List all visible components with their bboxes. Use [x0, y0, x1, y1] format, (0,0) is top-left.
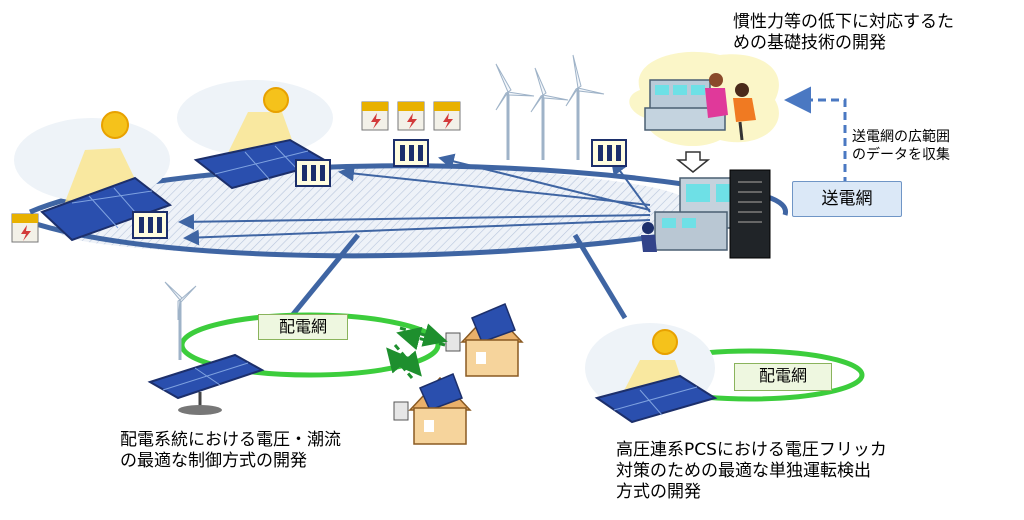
small-wind-turbine-icon: [164, 281, 197, 360]
battery-icon-left: [11, 213, 39, 243]
bottom-left-text: 配電系統における電圧・潮流 の最適な制御方式の開発: [120, 430, 341, 472]
top-right-title: 慣性力等の低下に対応するた めの基礎技術の開発: [733, 12, 954, 54]
link-left-distribution: [288, 233, 360, 320]
control-center-icon: [641, 169, 771, 259]
control-arrows: [178, 153, 651, 246]
bottom-right-text-line2: 対策のための最適な単独運転検出: [616, 461, 871, 481]
solar-farm-left: [14, 111, 173, 242]
distribution-label-right: 配電網: [734, 363, 832, 391]
home-solar-panel-icon: [147, 353, 265, 415]
house-icon: [393, 303, 524, 445]
solar-farm-top: [177, 80, 333, 190]
top-right-title-line2: めの基礎技術の開発: [733, 33, 886, 53]
bottom-right-text-line3: 方式の開発: [616, 482, 701, 502]
transmission-box: 送電網: [792, 181, 902, 217]
down-arrow-icon: [675, 151, 711, 173]
controller-icon: [132, 139, 627, 239]
bottom-left-text-line1: 配電系統における電圧・潮流: [120, 430, 341, 450]
operators-illustration: [629, 51, 779, 147]
collect-note-line2: のデータを収集: [852, 147, 950, 163]
bottom-right-text: 高圧連系PCSにおける電圧フリッカ 対策のための最適な単独運転検出 方式の開発: [616, 440, 887, 503]
bottom-left-text-line2: の最適な制御方式の開発: [120, 451, 307, 471]
bottom-right-text-line1: 高圧連系PCSにおける電圧フリッカ: [616, 440, 887, 460]
dashed-arrow: [784, 86, 847, 185]
wind-turbine-icon: [495, 54, 605, 160]
battery-icon: [361, 101, 461, 131]
top-right-title-line1: 慣性力等の低下に対応するた: [733, 12, 954, 32]
green-arrows: [386, 323, 448, 379]
link-right-distribution: [572, 233, 628, 320]
distribution-label-left: 配電網: [258, 314, 348, 340]
collect-note-line1: 送電網の広範囲: [852, 129, 950, 145]
solar-farm-right: [585, 323, 718, 424]
collect-note: 送電網の広範囲 のデータを収集: [852, 128, 950, 164]
